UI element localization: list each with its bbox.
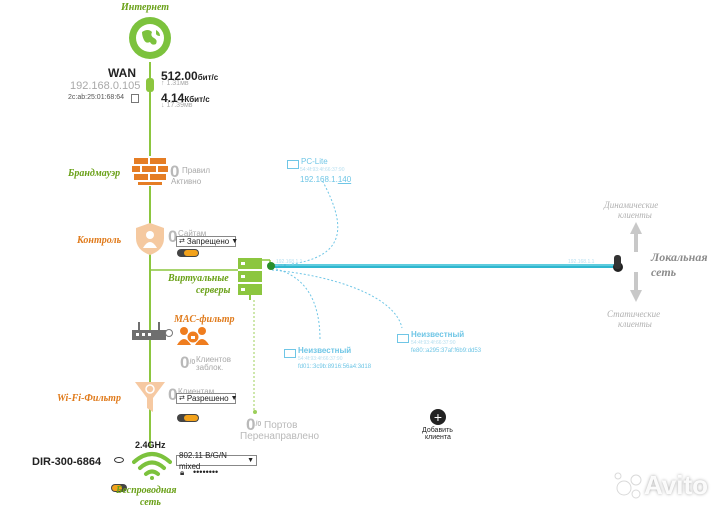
wifi-filter-toggle[interactable]: [177, 414, 199, 422]
virtual-servers-label-1: Виртуальные: [168, 273, 229, 284]
copy-icon[interactable]: [131, 94, 139, 103]
wifi-icon[interactable]: [132, 450, 172, 480]
unknown1-ip: fd01::3c9b:8916:56a4:3d18: [298, 364, 372, 370]
brick-wall-icon[interactable]: [132, 156, 168, 186]
lock-icon: 🔒︎: [180, 468, 185, 477]
wifi-filter-mode-select[interactable]: ⇄ Разрешено ▼: [176, 393, 238, 404]
mac-filter-blocked-label: заблок.: [196, 363, 224, 372]
ports-forwarded-label: Перенаправлено: [240, 431, 320, 442]
control-count: 0: [168, 227, 178, 246]
wifi-band-label: 2.4GHz: [135, 440, 166, 450]
lan-label-2: сеть: [651, 265, 677, 279]
lan-port-icon: [614, 255, 621, 269]
chevron-down-icon: ▼: [230, 395, 238, 402]
switch-device-icon: [132, 322, 166, 342]
wifi-password[interactable]: ••••••••: [193, 467, 219, 477]
unknown2-ip: fe80::a295:37af:f6b9:dd53: [411, 348, 482, 354]
chevron-down-icon: ▼: [231, 238, 239, 245]
pc-lite-ip: 192.168.1.140: [300, 175, 352, 184]
static-clients-label-2: клиенты: [618, 319, 652, 329]
dynamic-clients-label-2: клиенты: [618, 210, 652, 220]
pc-lite-mac: 54:4f:93:4f:66:37:90: [300, 167, 345, 173]
wan-rx-rate: 512.00бит/с: [161, 69, 219, 83]
ports-count: 0/0: [246, 415, 262, 434]
wireless-label-2: сеть: [140, 497, 161, 508]
wifi-filter-clients-label: Клиентам: [178, 387, 215, 396]
wan-ip: 192.168.0.105: [70, 80, 141, 92]
funnel-icon[interactable]: [133, 380, 167, 414]
watermark-logo: [612, 468, 710, 502]
firewall-label: Брандмауэр: [68, 168, 121, 179]
unknown2-mac: 54:4f:93:4f:66:37:90: [411, 340, 456, 346]
pc-lite-dotted-line: [271, 179, 339, 267]
unknown2-name[interactable]: Неизвестный: [411, 330, 465, 339]
hub-node: [267, 262, 275, 270]
firewall-active-label: Активно: [171, 177, 202, 186]
up-arrow-icon: [630, 222, 642, 252]
control-sites-label: Сайтам: [178, 229, 207, 238]
add-client-label-2: клиента: [425, 434, 451, 441]
chevron-down-icon: ▼: [247, 457, 254, 464]
wan-tx-total: ↓ 17.39мв: [161, 102, 193, 109]
pc-lite-name[interactable]: PC-Lite: [301, 157, 328, 166]
control-label: Контроль: [77, 235, 122, 246]
wifi-toggle[interactable]: [111, 484, 127, 492]
wan-mac: 2c:ab:25:01:68:64: [68, 94, 125, 101]
ports-label: Портов: [264, 420, 298, 431]
wireless-label-1: Беспроводная: [116, 485, 177, 496]
unknown1-name[interactable]: Неизвестный: [298, 346, 352, 355]
wifi-filter-label: Wi-Fi-Фильтр: [57, 393, 121, 404]
globe-icon[interactable]: [128, 16, 172, 60]
unknown2-dotted-line: [271, 269, 403, 329]
unknown1-dotted-line: [271, 267, 321, 341]
firewall-rules-label: Правил: [182, 166, 211, 175]
mac-filter-count: 0/0: [180, 353, 196, 372]
static-clients-label-1: Статические: [607, 309, 661, 319]
add-client-button[interactable]: +: [430, 409, 446, 425]
users-block-icon[interactable]: [176, 325, 210, 347]
wifi-ssid: DIR-300-6864: [32, 456, 102, 468]
wan-tx-rate: 4.14Кбит/с: [161, 91, 210, 105]
lan-label-1: Локальная: [651, 250, 708, 264]
computer-icon: [287, 160, 299, 169]
wan-title: WAN: [108, 66, 136, 80]
internet-label: Интернет: [121, 2, 170, 13]
gateway-ip-right: 192.168.1.1: [568, 259, 595, 265]
wan-rx-total: ↑ 1.31мв: [161, 80, 189, 87]
plus-icon: +: [433, 409, 443, 425]
link-icon: ⇄: [179, 238, 185, 245]
eye-icon[interactable]: [114, 457, 124, 463]
dynamic-clients-label-1: Динамические: [604, 200, 659, 210]
link-icon: ⇄: [179, 395, 185, 402]
firewall-count: 0: [170, 162, 180, 181]
down-arrow-icon: [630, 272, 642, 302]
virtual-servers-label-2: серверы: [196, 285, 231, 296]
wifi-mode-select[interactable]: 802.11 B/G/N mixed ▼: [176, 451, 257, 471]
wan-port-icon: [146, 78, 154, 92]
computer-icon: [284, 349, 296, 358]
watermark-text: Avito: [644, 470, 709, 500]
mac-filter-label: МАС-фильтр: [174, 314, 235, 325]
wifi-filter-count: 0: [168, 385, 178, 404]
mac-filter-clients-label: Клиентов: [196, 355, 231, 364]
unknown1-mac: 54:4f:93:4f:66:37:90: [298, 356, 343, 362]
control-toggle[interactable]: [177, 249, 199, 257]
computer-icon: [397, 334, 409, 343]
gateway-ip-left: 192.168.1.1: [276, 259, 303, 265]
server-stack-icon[interactable]: [238, 258, 262, 300]
add-client-label-1: Добавить: [422, 427, 453, 434]
parental-shield-icon[interactable]: [134, 222, 166, 256]
control-mode-select[interactable]: ⇄ Запрещено ▼: [176, 236, 239, 247]
power-icon[interactable]: [165, 329, 173, 337]
